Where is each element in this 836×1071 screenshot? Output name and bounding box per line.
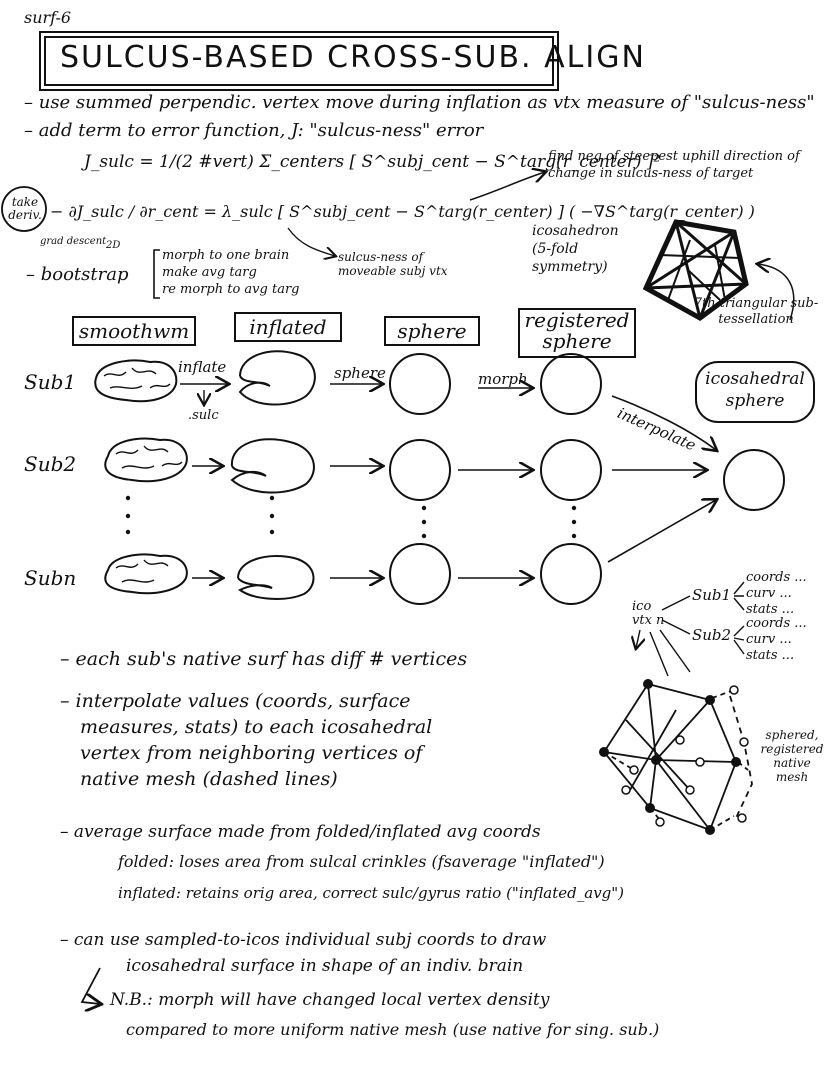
nb-line-1: N.B.: morph will have changed local vert… <box>110 990 550 1010</box>
icosahedral-sphere-circle <box>723 449 785 511</box>
registered-sphere-1 <box>540 353 602 415</box>
bootstrap-label: – bootstrap <box>26 264 129 285</box>
sphere-n <box>389 543 451 605</box>
bootstrap-bracket <box>153 249 160 299</box>
ico-tree-sub1-stats: stats ... <box>746 602 795 617</box>
bullet-bottom-5: native mesh (dashed lines) <box>80 768 338 790</box>
sampled-line-1: – can use sampled-to-icos individual sub… <box>60 930 547 950</box>
arrow-label-inflate: inflate <box>178 358 227 376</box>
tessellation-label: 7th triangular sub-tessellation <box>693 296 819 327</box>
row-subn <box>104 500 716 605</box>
ico-tree-lines <box>636 581 745 677</box>
column-registered-sphere: registered sphere <box>518 308 636 358</box>
note-arrow <box>469 172 545 201</box>
row-label-sub1: Sub1 <box>24 370 77 394</box>
sulcusness-note: sulcus-ness of moveable subj vtx <box>338 250 448 278</box>
take-deriv-label: take deriv. <box>8 195 42 222</box>
inflated-n <box>237 555 315 600</box>
mesh-vertices-filled <box>599 679 741 835</box>
bullet-bottom-3: measures, stats) to each icosahedral <box>80 716 433 738</box>
sphere-1 <box>389 353 451 415</box>
folded-line: folded: loses area from sulcal crinkles … <box>118 852 605 871</box>
icosahedral-sphere-label: icosahedral sphere <box>705 369 805 411</box>
title-box <box>39 31 559 91</box>
inflated-2 <box>230 438 315 494</box>
equation-1-note: find neg of steepest uphill direction of… <box>548 149 800 181</box>
ico-tree-sub2-curv: curv ... <box>746 632 792 647</box>
corner-label: surf-6 <box>24 8 72 27</box>
twoD-label: 2D <box>106 240 121 251</box>
column-smoothwm: smoothwm <box>72 316 196 346</box>
mesh-vertices-open <box>621 685 749 827</box>
brain-wrinkled-n <box>104 553 188 595</box>
bullet-top-2: – add term to error function, J: "sulcus… <box>24 120 484 141</box>
native-mesh-drawing <box>602 682 753 832</box>
bullet-bottom-1: – each sub's native surf has diff # vert… <box>60 648 468 670</box>
nb-arrow <box>80 967 100 1004</box>
column-sphere: sphere <box>384 316 480 346</box>
bootstrap-step-2: make avg targ <box>162 265 257 280</box>
tessellation-arrow <box>758 264 795 321</box>
ellipsis-dots <box>125 495 577 539</box>
bootstrap-step-3: re morph to avg targ <box>162 282 300 297</box>
registered-sphere-2 <box>540 439 602 501</box>
take-deriv-oval <box>1 186 47 232</box>
bootstrap-step-1: morph to one brain <box>162 248 290 263</box>
icosahedral-sphere-box <box>695 361 815 423</box>
bullet-bottom-4: vertex from neighboring vertices of <box>80 742 423 764</box>
inflated-1 <box>238 350 316 406</box>
grad-descent-label: grad descent <box>40 236 107 247</box>
arrow-label-morph: morph <box>478 370 528 388</box>
icosahedron-label: icosahedron (5-fold symmetry) <box>532 223 619 275</box>
equation-2: − ∂J_sulc / ∂r_cent = λ_sulc [ S^subj_ce… <box>50 202 755 221</box>
bullet-top-1: – use summed perpendic. vertex move duri… <box>24 92 815 113</box>
equation-1: J_sulc = 1/(2 #vert) Σ_centers [ S^subj_… <box>84 152 661 172</box>
ico-tree-sub1-curv: curv ... <box>746 586 792 601</box>
sphere-2 <box>389 439 451 501</box>
sulcusness-arrow <box>287 227 335 256</box>
average-line: – average surface made from folded/infla… <box>60 822 541 842</box>
ico-tree-sub1: Sub1 <box>692 586 732 604</box>
ico-tree-sub1-coords: coords ... <box>746 570 807 585</box>
registered-sphere-n <box>540 543 602 605</box>
ico-tree-sub2-stats: stats ... <box>746 648 795 663</box>
ico-tree-sub2-coords: coords ... <box>746 616 807 631</box>
column-inflated: inflated <box>234 312 342 342</box>
brain-wrinkled-2 <box>104 437 188 483</box>
arrow-label-sphere: sphere <box>334 364 386 382</box>
row-sub1 <box>94 350 716 450</box>
sampled-line-2: icosahedral surface in shape of an indiv… <box>126 956 524 976</box>
mesh-label: sphered, registered native mesh <box>760 728 824 784</box>
inflated-line: inflated: retains orig area, correct sul… <box>118 884 625 902</box>
page-title: SULCUS-BASED CROSS-SUB. ALIGN <box>60 40 646 75</box>
row-label-subn: Subn <box>24 566 77 590</box>
row-sub2 <box>104 437 785 511</box>
ico-tree-root: ico vtx n <box>632 599 665 628</box>
icosahedron-drawing <box>642 219 749 321</box>
bullet-bottom-2: – interpolate values (coords, surface <box>60 690 411 712</box>
row-label-sub2: Sub2 <box>24 452 77 476</box>
nb-line-2: compared to more uniform native mesh (us… <box>126 1020 660 1039</box>
brain-wrinkled-1 <box>94 359 178 403</box>
ico-tree-sub2: Sub2 <box>692 626 732 644</box>
arrow-label-sulc: .sulc <box>188 408 219 423</box>
